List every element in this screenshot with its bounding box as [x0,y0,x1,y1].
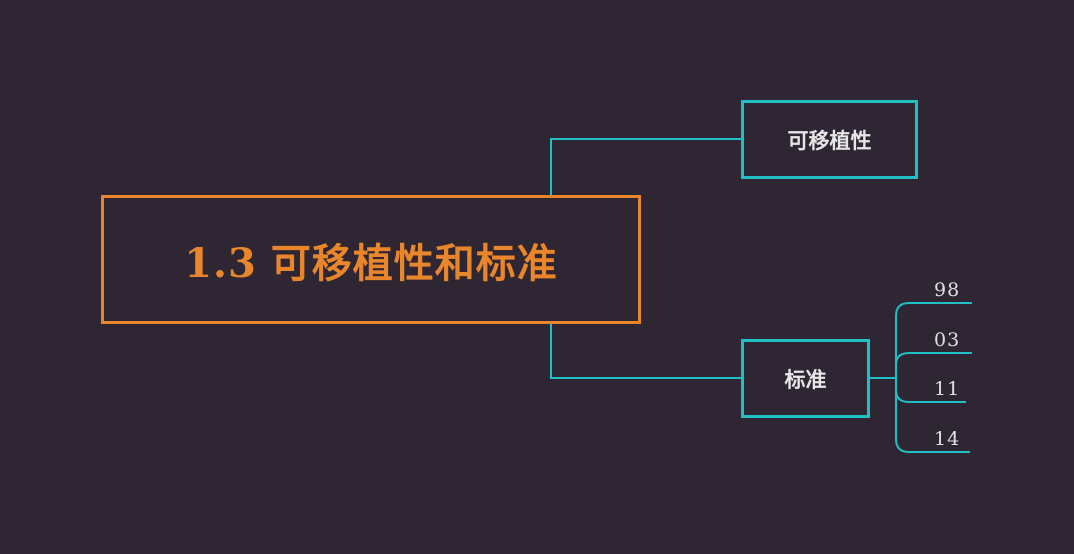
portability-label: 可移植性 [787,128,872,153]
standard-node[interactable]: 标准 [741,339,870,418]
standard-version-03[interactable]: 03 [934,329,961,351]
portability-node[interactable]: 可移植性 [741,100,918,179]
connector-root-to-portability [550,138,741,195]
connector-leaf-98 [895,302,972,378]
standard-version-14[interactable]: 14 [934,428,961,450]
connector-leaf-03 [895,352,972,366]
standard-version-11[interactable]: 11 [934,378,961,400]
root-topic-label: 1.3 可移植性和标准 [184,231,558,289]
root-topic-node[interactable]: 1.3 可移植性和标准 [101,195,641,324]
standard-label: 标准 [784,367,827,392]
root-topic-number: 1.3 [184,239,257,287]
connector-root-to-standard [550,324,741,379]
connector-leaf-14 [895,378,970,453]
root-topic-title: 可移植性和标准 [270,240,558,287]
standard-version-98[interactable]: 98 [934,279,961,301]
